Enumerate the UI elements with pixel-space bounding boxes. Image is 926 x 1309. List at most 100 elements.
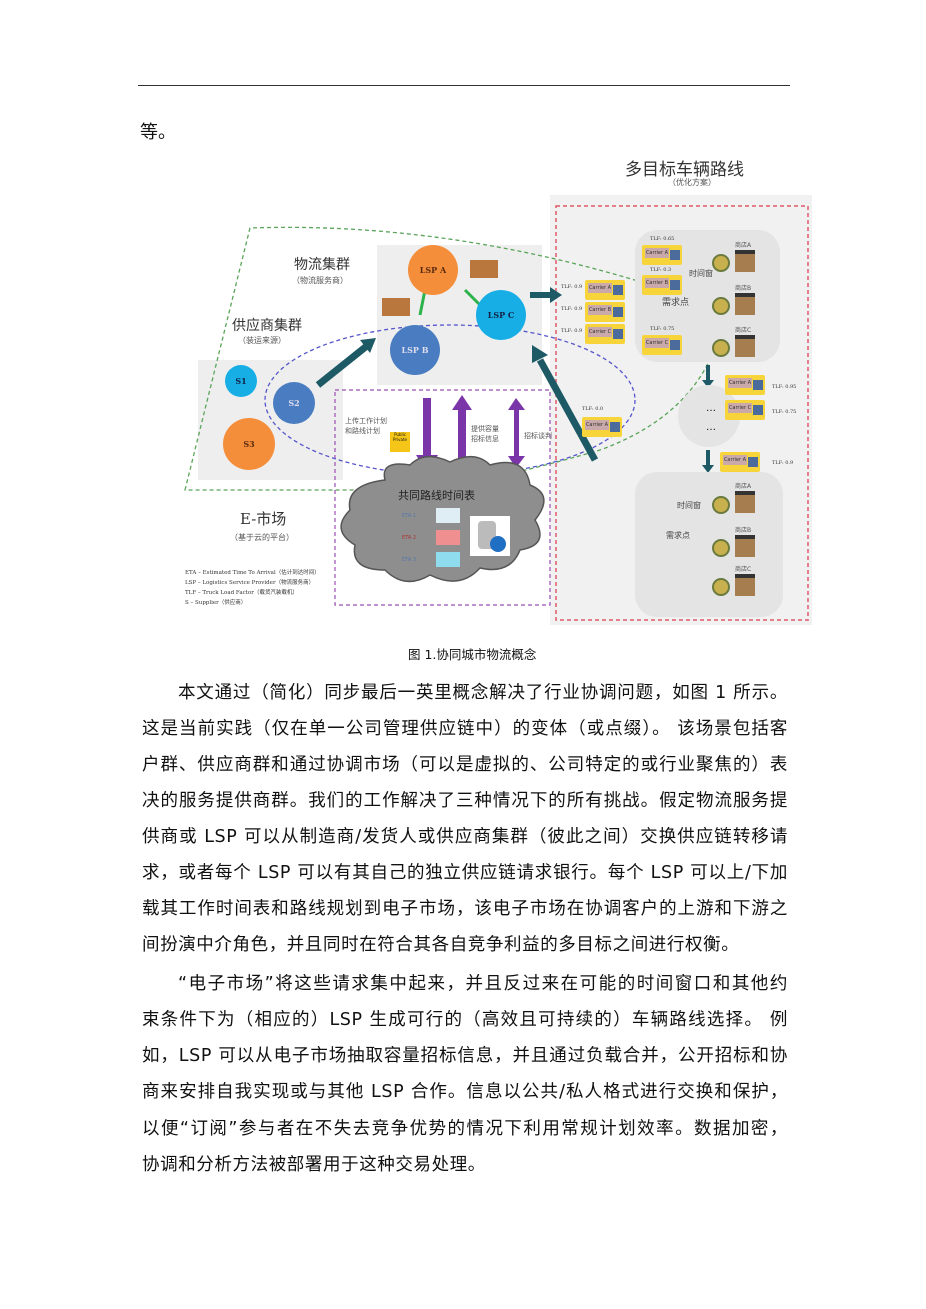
truck-carrier-b-icon: Carrier B <box>585 302 625 322</box>
emarket-label: E-市场 <box>240 510 287 528</box>
eta2-label: ETA 2 <box>402 535 417 541</box>
paragraph-line: 协调和分析方法被部署用于这种交易处理。 <box>142 1155 486 1175</box>
shop-icon <box>735 250 755 272</box>
legend: ETA – Estimated Time To Arrival（估计到达时间） … <box>185 568 320 608</box>
bid-negotiation-label: 招标谈判 <box>524 432 552 440</box>
truck-carrier-b-icon: Carrier B <box>642 275 682 295</box>
paragraph-line: 决的服务提供商群。我们的工作解决了三种情况下的所有挑战。假定物流服务提 <box>142 791 788 811</box>
paragraph-line: 间扮演中介角色，并且同时在符合其各自竞争利益的多目标之间进行权衡。 <box>142 935 740 955</box>
paragraph-line: 户群、供应商群和通过协调市场（可以是虚拟的、公司特定的或行业聚焦的）表 <box>142 755 788 775</box>
time-window-label: 时间窗 <box>689 269 713 278</box>
stopwatch-icon <box>712 254 730 272</box>
eta3-chart-icon <box>436 552 460 567</box>
paragraph-line: 如，LSP 可以从电子市场抽取容量招标信息，并且通过负载合并，公开招标和协 <box>142 1046 788 1066</box>
legend-item: LSP – Logistics Service Provider（物流服务商） <box>185 580 315 586</box>
right-title: 多目标车辆路线 <box>625 160 744 180</box>
truck-carrier-c-icon: Carrier C <box>725 400 765 420</box>
ellipsis: … <box>706 422 716 433</box>
tlf-label: TLF: 0.75 <box>650 326 675 332</box>
carrier-label: Carrier B <box>588 305 612 315</box>
figure-caption: 图 1.协同城市物流概念 <box>408 647 537 662</box>
truck-carrier-a-icon: Carrier A <box>642 245 682 265</box>
shop-c-label: 商店C <box>735 566 752 573</box>
paragraph-line: 束条件下为（相应的）LSP 生成可行的（高效且可持续的）车辆路线选择。 例 <box>142 1010 788 1030</box>
time-window-label: 时间窗 <box>677 501 701 510</box>
carrier-label: Carrier A <box>723 455 747 465</box>
right-subtitle: （优化方案） <box>668 178 716 187</box>
tlf-label: TLF: 0.0 <box>582 406 604 412</box>
shop-icon <box>735 574 755 596</box>
carrier-label: Carrier A <box>645 248 669 258</box>
shared-schedule-label: 共同路线时间表 <box>398 489 475 502</box>
shop-c-label: 商店C <box>735 327 752 334</box>
emarket-sub: （基于云的平台） <box>230 533 294 542</box>
database-globe-icon <box>470 516 510 556</box>
shop-icon <box>735 535 755 557</box>
stopwatch-icon <box>712 539 730 557</box>
tlf-label: TLF: 0.65 <box>650 236 675 242</box>
s2-node: S2 <box>273 382 315 424</box>
stopwatch-icon <box>712 297 730 315</box>
legend-item: TLF – Truck Load Factor（载货汽装载机） <box>185 590 298 596</box>
truck-carrier-c-icon: Carrier C <box>585 324 625 344</box>
truck-carrier-c-icon: Carrier C <box>642 335 682 355</box>
eta1-chart-icon <box>436 508 460 523</box>
paragraph-line: 这是当前实践（仅在单一公司管理供应链中）的变体（或点缀）。 该场景包括客 <box>142 719 788 739</box>
legend-item: ETA – Estimated Time To Arrival（估计到达时间） <box>185 570 320 576</box>
stopwatch-icon <box>712 496 730 514</box>
lsp-a-node: LSP A <box>408 245 458 295</box>
truck-carrier-a-icon: Carrier A <box>725 375 765 395</box>
stopwatch-icon <box>712 339 730 357</box>
stopwatch-icon <box>712 578 730 596</box>
truck-carrier-a-icon: Carrier A <box>585 280 625 300</box>
figure-collaborative-logistics: 多目标车辆路线 （优化方案） 物流集群 （物流服务商） 供应商集群 （装运来源）… <box>180 150 816 625</box>
handshake-icon <box>382 298 410 316</box>
shop-b-label: 商店B <box>735 527 752 534</box>
shop-icon <box>735 335 755 357</box>
shop-a-label: 商店A <box>735 483 752 490</box>
paragraph-line: 以便“订阅”参与者在不失去竞争优势的情况下利用常规计划效率。数据加密， <box>142 1119 788 1139</box>
paragraph-line: 载其工作时间表和路线规划到电子市场，该电子市场在协调客户的上游和下游之 <box>142 899 788 919</box>
ellipsis: … <box>706 403 716 414</box>
carrier-label: Carrier B <box>645 278 669 288</box>
demand-point-label: 需求点 <box>662 298 690 308</box>
upload-plan-label: 上传工作计划 和路线计划 <box>345 417 387 435</box>
paragraph-line: 求，或者每个 LSP 可以有其自己的独立供应链请求银行。每个 LSP 可以上/下… <box>142 863 788 883</box>
demand-point-label: 需求点 <box>666 531 690 540</box>
supplier-cluster-label: 供应商集群 <box>232 318 302 334</box>
handshake-icon <box>470 260 498 278</box>
header-rule <box>138 85 790 86</box>
s3-node: S3 <box>223 418 275 470</box>
carrier-label: Carrier A <box>588 283 612 293</box>
logistics-cluster-sub: （物流服务商） <box>292 276 348 285</box>
eta1-label: ETA 1 <box>402 513 417 519</box>
truck-carrier-a-icon: Carrier A <box>720 452 760 472</box>
public-label: Public <box>394 432 406 437</box>
tlf-label: TLF: 0.9 <box>561 306 583 312</box>
shop-icon <box>735 491 755 513</box>
shop-a-label: 商店A <box>735 242 752 249</box>
paragraph-line: 商来安排自我实现或与其他 LSP 合作。信息以公共/私人格式进行交换和保护， <box>142 1082 788 1102</box>
tlf-label: TLF: 0.9 <box>561 328 583 334</box>
tlf-label: TLF: 0.9 <box>561 284 583 290</box>
private-label: Private <box>393 437 407 442</box>
paragraph-line: “电子市场”将这些请求集中起来，并且反过来在可能的时间窗口和其他约 <box>178 974 788 994</box>
capacity-info-label: 提供容量 招标信息 <box>471 425 499 443</box>
carrier-label: Carrier C <box>728 403 752 413</box>
paragraph-line: 供商或 LSP 可以从制造商/发货人或供应商集群（彼此之间）交换供应链转移请 <box>142 827 788 847</box>
logistics-cluster-label: 物流集群 <box>294 257 350 273</box>
carrier-label: Carrier C <box>588 327 612 337</box>
paragraph-line: 本文通过（简化）同步最后一英里概念解决了行业协调问题，如图 1 所示。 <box>178 683 788 703</box>
s1-node: S1 <box>225 365 257 397</box>
lsp-b-node: LSP B <box>390 325 440 375</box>
eta2-chart-icon <box>436 530 460 545</box>
lsp-c-node: LSP C <box>476 290 526 340</box>
tlf-label: TLF: 0.75 <box>772 409 797 415</box>
supplier-cluster-sub: （装运来源） <box>238 336 286 345</box>
truck-carrier-a-icon: Carrier A <box>582 417 622 437</box>
shop-b-label: 商店B <box>735 285 752 292</box>
tlf-label: TLF: 0.95 <box>772 384 797 390</box>
tlf-label: TLF: 0.3 <box>650 267 672 273</box>
tlf-label: TLF: 0.9 <box>772 460 794 466</box>
